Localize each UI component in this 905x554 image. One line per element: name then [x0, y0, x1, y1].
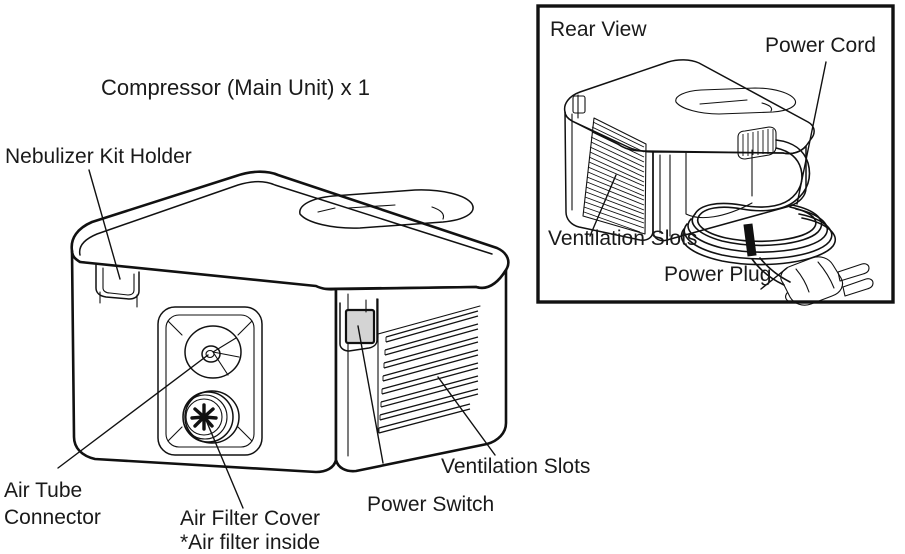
leader-air-tube-connector: [57, 354, 209, 469]
label-power-cord: Power Cord: [765, 34, 876, 57]
nebulizer-kit-holder: [95, 264, 140, 308]
leader-air-filter-cover: [205, 419, 244, 509]
cord-tie-band: [743, 223, 757, 257]
rear-unit-edge-tab: [571, 94, 579, 211]
label-air-tube-connector-line2: Connector: [4, 506, 101, 529]
rear-view-inset: Rear View: [536, 4, 895, 306]
rear-grille-boundary: [582, 117, 647, 235]
power-cord: [680, 139, 836, 286]
leader-power-cord: [796, 61, 827, 205]
leader-ventilation-slots-rear: [589, 174, 617, 237]
unit-top-edge-highlight: [78, 180, 493, 256]
unit-bottom-edge: [94, 443, 488, 473]
power-switch: [339, 298, 379, 352]
air-filter-cover: [182, 390, 240, 444]
label-power-switch: Power Switch: [367, 493, 494, 516]
label-nebulizer-kit-holder: Nebulizer Kit Holder: [5, 145, 192, 168]
air-tube-connector: [184, 325, 242, 379]
unit-handle-inner-detail: [317, 204, 445, 220]
label-power-plug: Power Plug: [664, 263, 771, 286]
rear-unit-top-face: [563, 59, 815, 155]
main-unit-illustration: [70, 170, 510, 474]
label-air-tube-connector-line1: Air Tube: [4, 479, 82, 502]
rear-unit-switch-nub: [572, 95, 586, 114]
main-view-leaders: [57, 169, 496, 509]
unit-handle-recess: [299, 189, 474, 229]
leader-ventilation-slots: [437, 376, 496, 456]
rear-unit-illustration: [563, 59, 815, 242]
leader-nebulizer-kit-holder: [88, 169, 121, 280]
label-ventilation-slots-rear: Ventilation Slots: [548, 227, 697, 250]
ventilation-slots-main: [377, 305, 481, 437]
rear-view-leaders: [589, 61, 827, 290]
leader-power-switch: [357, 325, 384, 464]
power-plug: [780, 256, 874, 306]
rear-unit-right-face: [652, 145, 807, 242]
rear-view-title: Rear View: [550, 18, 647, 41]
page-title: Compressor (Main Unit) x 1: [101, 75, 370, 100]
ventilation-slots-rear: [583, 121, 645, 233]
label-air-filter-cover-line2: *Air filter inside: [180, 531, 320, 554]
power-cord-socket: [737, 126, 777, 160]
leader-power-plug: [760, 267, 788, 290]
rear-unit-handle-recess: [675, 87, 797, 115]
label-air-filter-cover-line1: Air Filter Cover: [180, 507, 320, 530]
label-ventilation-slots-main: Ventilation Slots: [441, 455, 590, 478]
air-filter-vent-slots: [190, 403, 218, 431]
front-access-panel: [157, 306, 263, 456]
